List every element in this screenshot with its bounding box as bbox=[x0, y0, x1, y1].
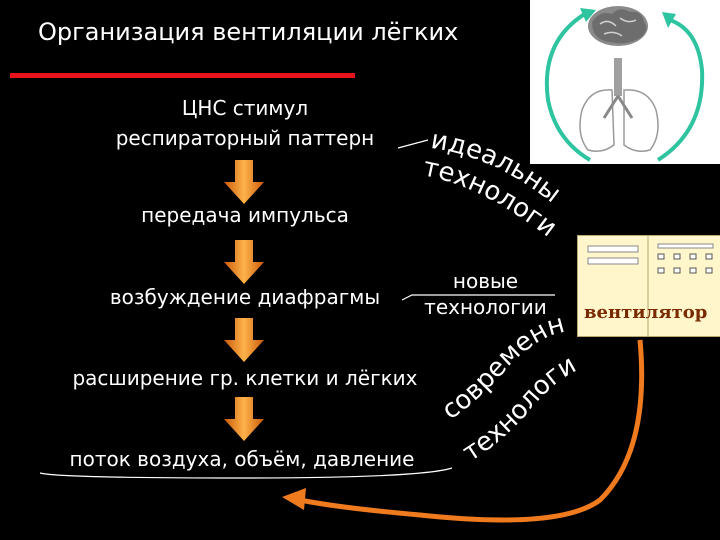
new-tech-line2: технологии bbox=[424, 295, 547, 319]
title-underline bbox=[10, 73, 355, 78]
step-cns-line2: респираторный паттерн bbox=[115, 126, 375, 150]
down-arrow-icon bbox=[224, 397, 264, 441]
new-technologies-label: новые технологии bbox=[413, 268, 558, 320]
step-diaphragm-excitation: возбуждение диафрагмы bbox=[109, 285, 381, 309]
step-airflow-volume-pressure: поток воздуха, объём, давление bbox=[69, 447, 415, 471]
lungs-illustration bbox=[530, 0, 720, 164]
down-arrow-icon bbox=[224, 240, 264, 284]
new-tech-line1: новые bbox=[452, 269, 519, 293]
step-cns-line1: ЦНС стимул bbox=[181, 96, 309, 120]
step-chest-expansion: расширение гр. клетки и лёгких bbox=[72, 366, 418, 390]
ventilator-device bbox=[577, 235, 720, 337]
ventilator-label: вентилятор bbox=[584, 302, 708, 323]
page-title: Организация вентиляции лёгких bbox=[38, 18, 459, 46]
down-arrow-icon bbox=[224, 160, 264, 204]
down-arrow-icon bbox=[224, 318, 264, 362]
step-cns-stimulus: ЦНС стимул респираторный паттерн bbox=[95, 93, 395, 153]
step-impulse-transmission: передача импульса bbox=[141, 203, 349, 227]
